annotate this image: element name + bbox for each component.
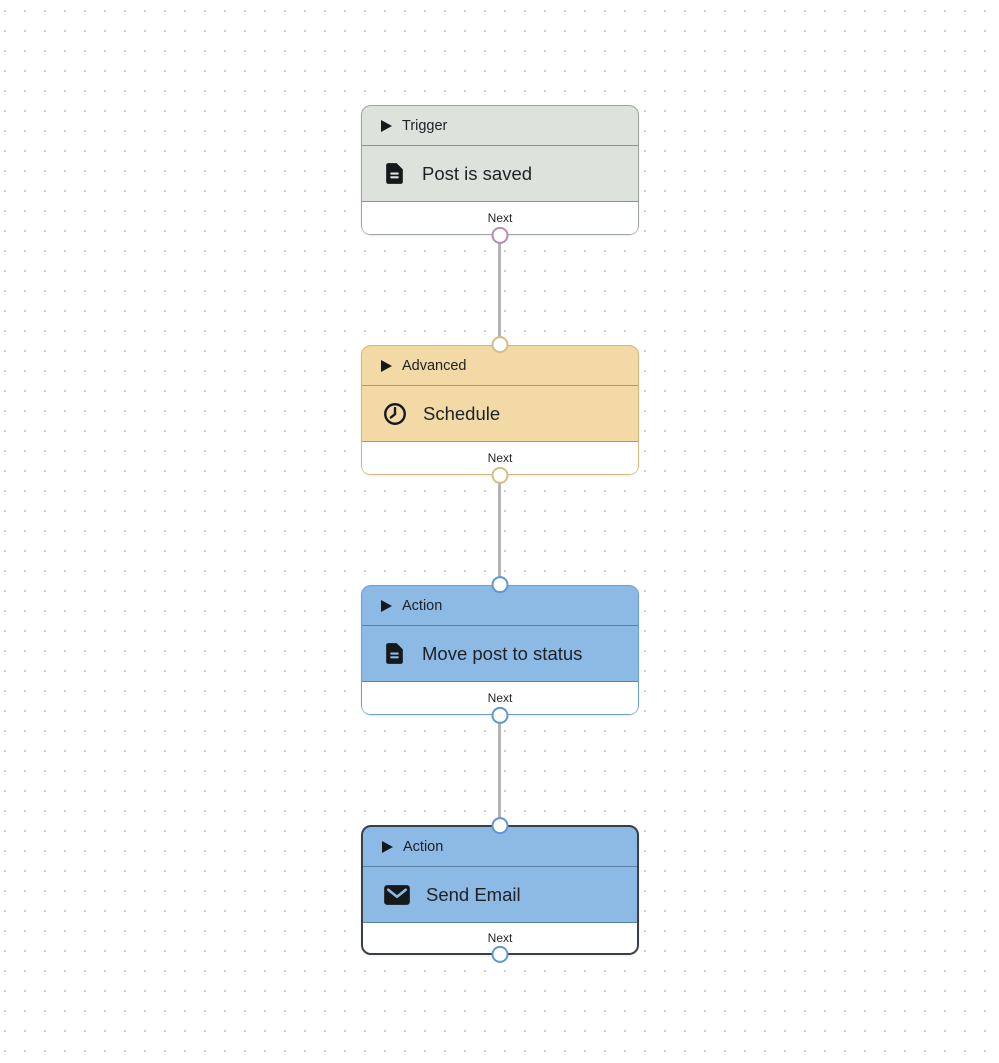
node-body[interactable]: Send Email [363,867,637,923]
document-icon [382,161,407,186]
input-port[interactable] [491,817,509,835]
node-action-move-post-to-status[interactable]: Action Move post to status Next [361,576,639,724]
input-port[interactable] [491,576,509,594]
node-trigger-post-is-saved[interactable]: Trigger Post is saved Next [361,105,639,244]
node-title: Send Email [426,883,521,905]
node-body[interactable]: Post is saved [362,146,638,202]
node-header[interactable]: Action [362,586,638,626]
disclosure-triangle-icon[interactable] [381,599,392,612]
node-body[interactable]: Schedule [362,386,638,442]
output-port[interactable] [491,706,509,724]
disclosure-triangle-icon[interactable] [382,840,393,853]
node-advanced-schedule[interactable]: Advanced Schedule Next [361,336,639,484]
node-category-label: Trigger [402,117,448,134]
node-title: Post is saved [422,162,533,184]
edge-action-to-action[interactable] [498,715,501,825]
node-action-send-email[interactable]: Action Send Email Next [361,817,639,963]
node-category-label: Action [403,838,444,855]
node-body[interactable]: Move post to status [362,626,638,682]
next-label: Next [487,451,513,465]
node-title: Move post to status [422,642,583,664]
node-header[interactable]: Advanced [362,346,638,386]
edge-trigger-to-advanced[interactable] [498,235,501,345]
node-category-label: Advanced [402,357,467,374]
node-title: Schedule [423,402,501,424]
next-label: Next [487,211,513,225]
next-label: Next [487,931,513,945]
next-label: Next [487,691,513,705]
node-category-label: Action [402,597,443,614]
clock-icon [382,401,408,427]
disclosure-triangle-icon[interactable] [381,359,392,372]
envelope-icon [383,883,411,907]
edge-advanced-to-action[interactable] [498,475,501,585]
output-port[interactable] [491,466,509,484]
output-port[interactable] [491,226,509,244]
disclosure-triangle-icon[interactable] [381,119,392,132]
node-header[interactable]: Action [363,827,637,867]
input-port[interactable] [491,336,509,354]
output-port[interactable] [491,945,509,963]
document-icon [382,641,407,666]
node-header[interactable]: Trigger [362,106,638,146]
